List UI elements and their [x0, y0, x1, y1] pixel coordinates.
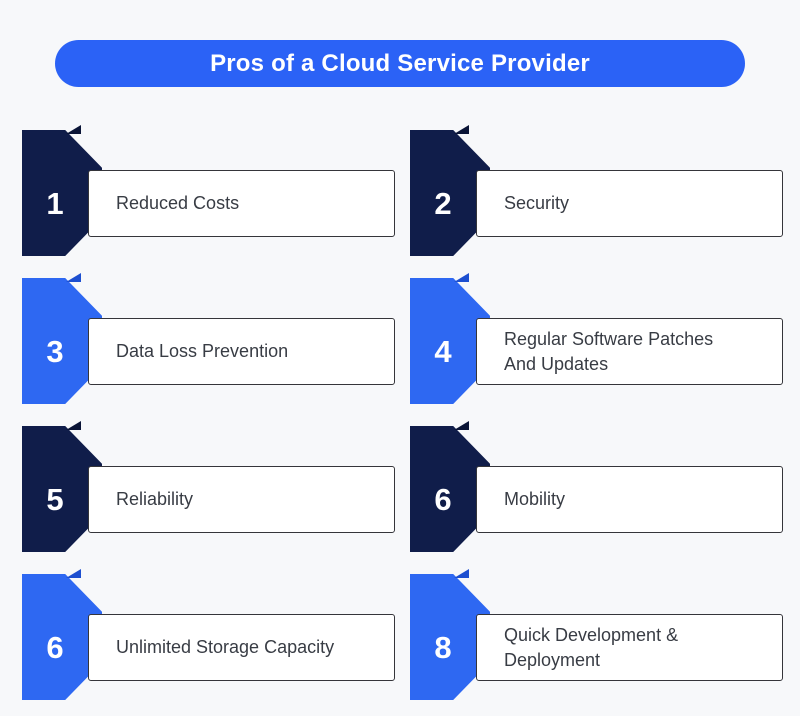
pro-item: Security 2 [410, 125, 783, 256]
item-number: 1 [46, 185, 64, 221]
pro-item: Unlimited Storage Capacity 6 [22, 569, 395, 700]
ribbon-fold [66, 569, 81, 578]
item-number: 4 [434, 333, 452, 369]
pro-item: Reliability 5 [22, 421, 395, 552]
item-label: Reliability [116, 489, 194, 510]
item-label-box: Security [476, 170, 783, 237]
title-banner: Pros of a Cloud Service Provider [55, 40, 745, 87]
item-label: Mobility [504, 489, 566, 510]
ribbon-fold [454, 273, 469, 282]
item-label-box: Reduced Costs [88, 170, 395, 237]
item-number: 8 [434, 629, 452, 665]
pro-item: Quick Development & Deployment 8 [410, 569, 783, 700]
item-label-box: Unlimited Storage Capacity [88, 614, 395, 681]
item-number: 6 [434, 481, 452, 517]
pro-item: Mobility 6 [410, 421, 783, 552]
pro-item: Regular Software Patches And Updates 4 [410, 273, 783, 404]
item-label-box: Data Loss Prevention [88, 318, 395, 385]
item-label: Data Loss Prevention [116, 341, 289, 362]
pro-item: Data Loss Prevention 3 [22, 273, 395, 404]
item-label: Unlimited Storage Capacity [116, 637, 335, 658]
page-title: Pros of a Cloud Service Provider [210, 49, 590, 77]
item-number: 6 [46, 629, 64, 665]
item-label-box: Mobility [476, 466, 783, 533]
item-label-box: Regular Software Patches And Updates [476, 318, 783, 385]
ribbon-fold [66, 273, 81, 282]
pro-item: Reduced Costs 1 [22, 125, 395, 256]
item-label: Security [504, 193, 570, 214]
item-label-box: Reliability [88, 466, 395, 533]
ribbon-fold [454, 569, 469, 578]
item-label: Regular Software Patches And Updates [504, 329, 714, 374]
pros-grid: Reduced Costs 1 Security 2 Data Loss Pre… [22, 125, 783, 700]
item-label-box: Quick Development & Deployment [476, 614, 783, 681]
item-label: Quick Development & Deployment [504, 625, 679, 670]
ribbon-fold [454, 125, 469, 134]
item-number: 5 [46, 481, 64, 517]
ribbon-fold [66, 125, 81, 134]
item-number: 2 [434, 185, 452, 221]
item-number: 3 [46, 333, 64, 369]
ribbon-fold [66, 421, 81, 430]
item-label: Reduced Costs [116, 193, 240, 214]
ribbon-fold [454, 421, 469, 430]
